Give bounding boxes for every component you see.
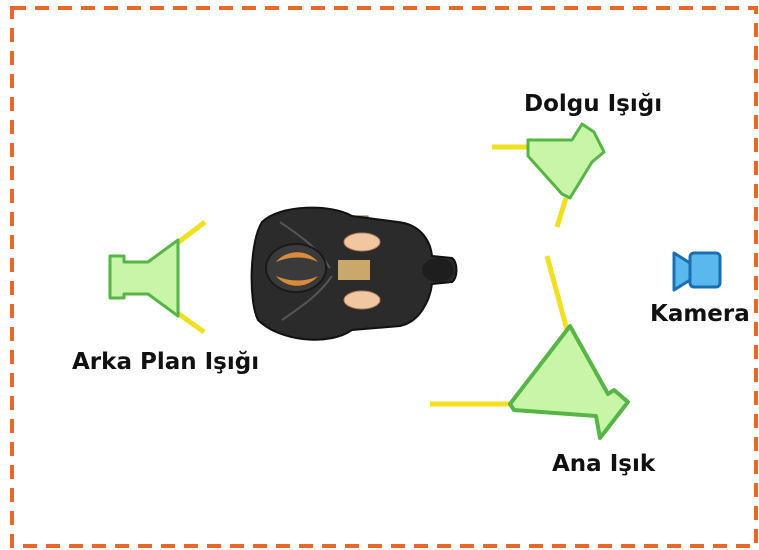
dashed-border xyxy=(10,6,758,548)
subject xyxy=(250,206,458,341)
camera-icon xyxy=(672,251,722,292)
studio-light-icon xyxy=(108,238,180,318)
back-light xyxy=(108,238,180,318)
fill-light-beam-bottom xyxy=(554,197,569,228)
studio-light-icon xyxy=(526,122,606,200)
back-light-beam-bottom xyxy=(174,309,206,335)
back-light-beam-top xyxy=(174,220,207,246)
camera-label: Kamera xyxy=(650,301,750,327)
person-top-view-icon xyxy=(250,206,458,341)
fill-light-label: Dolgu Işığı xyxy=(524,91,662,117)
studio-light-icon xyxy=(508,324,630,440)
back-light-label: Arka Plan Işığı xyxy=(72,349,259,375)
key-light-beam-top xyxy=(544,255,570,331)
key-light-label: Ana Işık xyxy=(552,451,656,477)
light-beams xyxy=(174,144,570,407)
camera xyxy=(672,251,722,292)
fill-light xyxy=(526,122,606,200)
key-light xyxy=(508,324,630,440)
